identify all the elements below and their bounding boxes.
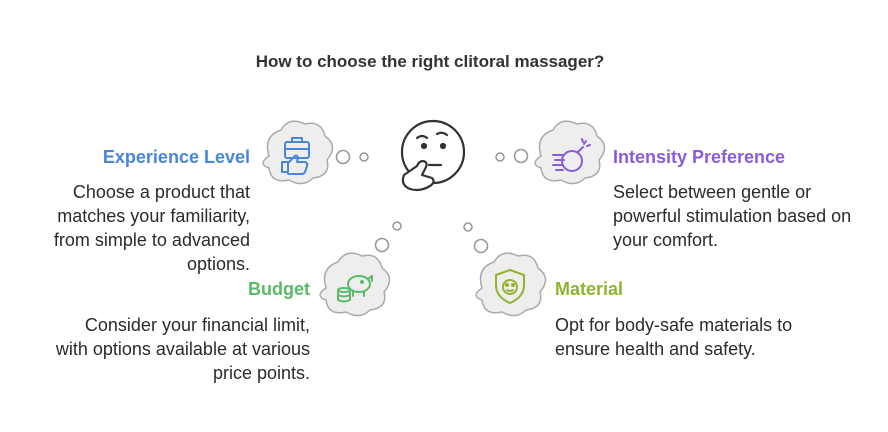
description-material: Opt for body-safe materials to ensure he… bbox=[555, 315, 793, 359]
heading-material: Material bbox=[555, 279, 624, 299]
heading-experience-level: Experience Level bbox=[102, 147, 250, 167]
thinking-face-icon bbox=[400, 119, 466, 192]
cloud-bubble-experience bbox=[262, 120, 334, 185]
diagram-title: How to choose the right clitoral massage… bbox=[255, 52, 605, 71]
cloud-bubble-material bbox=[475, 252, 547, 317]
description-experience-level: Choose a product that matches your famil… bbox=[53, 182, 250, 274]
shield-smile-icon bbox=[495, 269, 525, 304]
cloud-bubble-intensity bbox=[534, 120, 606, 185]
bomb-icon bbox=[552, 138, 591, 172]
piggy-bank-icon bbox=[337, 275, 373, 303]
briefcase-thumbs-up-icon bbox=[281, 137, 310, 175]
heading-budget: Budget bbox=[248, 279, 310, 299]
description-intensity-preference: Select between gentle or powerful stimul… bbox=[613, 182, 852, 250]
heading-intensity-preference: Intensity Preference bbox=[613, 147, 786, 167]
cloud-bubble-budget bbox=[319, 252, 391, 317]
thought-dots bbox=[335, 148, 529, 254]
description-budget: Consider your financial limit, with opti… bbox=[55, 315, 310, 383]
